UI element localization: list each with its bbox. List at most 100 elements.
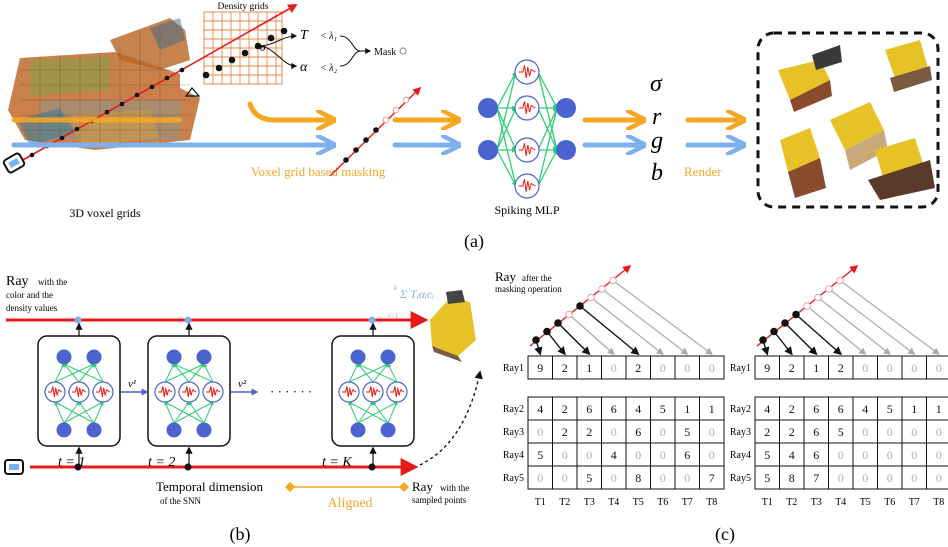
table-cell: 4 (789, 448, 795, 462)
row-label: Ray4 (730, 450, 751, 461)
table-cell: 2 (635, 361, 641, 375)
table-cell: 0 (684, 471, 690, 485)
row-label: Ray1 (503, 363, 524, 374)
output-g: g (651, 128, 663, 154)
spike-neuron-icon (514, 95, 540, 121)
table-cell: 4 (635, 402, 641, 416)
table-cell: 0 (537, 425, 543, 439)
output-b: b (651, 160, 663, 186)
camera-icon (4, 459, 24, 475)
table-cell: 0 (862, 448, 868, 462)
table-cell: 5 (586, 471, 592, 485)
column-header: T8 (706, 497, 717, 508)
snn-timestep-block (147, 322, 231, 467)
sigma-label: σ (260, 42, 266, 54)
masked-ray-a (329, 86, 422, 177)
table-cell: 0 (862, 361, 868, 375)
render-label: Render (684, 164, 722, 179)
table-cell: 5 (764, 448, 770, 462)
table-cell: 6 (611, 402, 617, 416)
table-cell: 6 (838, 402, 844, 416)
output-sigma: σ (650, 71, 663, 97)
table-cell: 0 (887, 361, 893, 375)
table-cell: 8 (635, 471, 641, 485)
table-cell: 6 (813, 448, 819, 462)
table-cell: 4 (537, 402, 543, 416)
panel-a: Density grids T σ α < λ₁ < λ₂ Mask (2, 2, 940, 252)
density-grid: Density grids (203, 2, 283, 85)
table-cell: 2 (764, 425, 770, 439)
spike-neuron-icon (154, 381, 176, 403)
spike-neuron-icon (514, 173, 540, 199)
table-cell: 6 (813, 402, 819, 416)
column-header: T3 (584, 497, 595, 508)
table-cell: 0 (911, 448, 917, 462)
table-cell: 0 (684, 361, 690, 375)
table-cell: 6 (684, 448, 690, 462)
column-header: T2 (559, 497, 570, 508)
row-label: Ray4 (503, 450, 524, 461)
table-cell: 1 (684, 402, 690, 416)
table-cell: 2 (838, 361, 844, 375)
panel-b: Ray with the color and the density value… (4, 274, 483, 545)
snn-timestep-block (331, 322, 415, 467)
table-cell: 0 (709, 448, 715, 462)
panel-a-label: (a) (464, 231, 484, 252)
row-label: Ray2 (730, 404, 751, 415)
v2-label: v² (238, 378, 247, 390)
table-cell: 1 (911, 402, 917, 416)
spike-neuron-icon (338, 381, 360, 403)
table-cell: 4 (764, 402, 770, 416)
spike-neuron-icon (386, 381, 408, 403)
lego-bulldozer-render-images (756, 31, 940, 209)
camera-icon (2, 152, 26, 174)
table-cell: 4 (862, 402, 868, 416)
table-cell: 4 (611, 448, 617, 462)
table-cell: 6 (586, 402, 592, 416)
masked-ray (529, 264, 713, 356)
table-cell: 6 (635, 425, 641, 439)
table-cell: 0 (709, 425, 715, 439)
masked-ray (756, 264, 940, 356)
table-cell: 0 (660, 448, 666, 462)
table-cell: 6 (813, 425, 819, 439)
column-header: T4 (835, 497, 846, 508)
table-cell: 0 (660, 471, 666, 485)
table-cell: 2 (562, 402, 568, 416)
column-header: T1 (762, 497, 773, 508)
tK-label: t = K (322, 455, 352, 470)
ray-sampled-sub1: with the (440, 483, 469, 493)
table-cell: 1 (709, 402, 715, 416)
table-cell: 0 (862, 425, 868, 439)
row-label: Ray3 (503, 427, 524, 438)
table-cell: 0 (887, 425, 893, 439)
spike-neuron-icon (514, 59, 540, 85)
row-label: Ray2 (503, 404, 524, 415)
table-cell: 2 (562, 361, 568, 375)
table-cell: 0 (936, 425, 942, 439)
column-header: T7 (909, 497, 920, 508)
lambda2-label: < λ₂ (320, 63, 338, 74)
row-label: Ray5 (730, 473, 751, 484)
table-cell: 5 (838, 425, 844, 439)
table-cell: 0 (537, 471, 543, 485)
ray-sampled-sub2: sampled points (412, 495, 467, 505)
spike-neuron-icon (202, 381, 224, 403)
table-cell: 5 (684, 425, 690, 439)
temporal-label: Temporal dimension (156, 479, 264, 494)
column-header: T8 (933, 497, 944, 508)
table-cell: 0 (862, 471, 868, 485)
row-label: Ray5 (503, 473, 524, 484)
ray-c-sub1: after the (522, 273, 552, 283)
column-header: T7 (682, 497, 693, 508)
table-cell: 8 (789, 471, 795, 485)
ray-b-title: Ray (6, 274, 29, 289)
panel-b-label: (b) (230, 524, 251, 545)
table-cell: 0 (936, 361, 942, 375)
ray-c-sub2: masking operation (495, 284, 562, 294)
table-cell: 1 (813, 361, 819, 375)
